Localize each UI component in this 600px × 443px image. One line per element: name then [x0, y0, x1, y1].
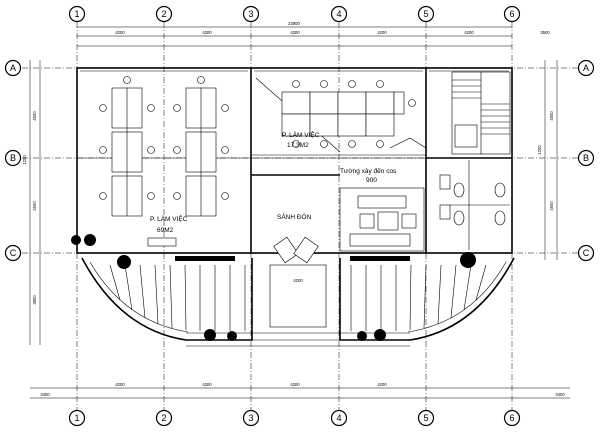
left-office-desks — [99, 76, 229, 217]
right-office-desks — [281, 80, 416, 148]
lounge-furniture — [349, 195, 417, 247]
canopy-hatch-right — [350, 264, 487, 331]
building-walls — [76, 67, 513, 254]
grid-lines-vertical — [76, 22, 513, 410]
office-left-area: 69M2 — [157, 227, 174, 234]
toilets — [439, 160, 510, 250]
bottom-bay-2: 4200 — [115, 382, 125, 387]
bottom-bay-4: 4200 — [290, 382, 300, 387]
row-c-left: C — [10, 248, 17, 258]
plant-bottom-right — [374, 329, 386, 341]
top-bay-2: 4200 — [202, 30, 212, 35]
row-b-left: B — [10, 153, 16, 163]
top-bay-3: 4200 — [290, 30, 300, 35]
row-bubbles-right: A B C — [577, 59, 595, 262]
column-6-top: 6 — [509, 9, 514, 19]
left-outer-1: 1200 — [22, 155, 27, 165]
column-3-bottom: 3 — [248, 413, 253, 423]
top-bay-6: 3500 — [540, 30, 550, 35]
right-row-2: 4500 — [549, 201, 554, 211]
bottom-bay-6: 3400 — [555, 392, 565, 397]
column-bubbles-bottom: 1 2 3 4 5 6 — [68, 409, 521, 427]
column-5-top: 5 — [423, 9, 428, 19]
overall-width-label: 23900 — [288, 21, 300, 26]
row-a-left: A — [10, 63, 16, 73]
column-bubbles-top: 1 2 3 4 5 6 — [68, 5, 521, 23]
column-3-top: 3 — [248, 9, 253, 19]
wall-note-line1: Tường xây đến cos — [340, 166, 397, 175]
right-outer-1: 1200 — [537, 145, 542, 155]
left-dimensions: 4500 4500 3900 1200 — [22, 60, 41, 345]
column-1-bottom: 1 — [74, 413, 79, 423]
plant-left — [117, 255, 131, 269]
staircase — [451, 71, 511, 155]
canopy-hatch-left — [109, 264, 246, 331]
center-span — [269, 264, 327, 328]
wall-note-line2: 900 — [366, 177, 377, 184]
office-chairs-left — [99, 76, 229, 200]
lobby-name: SẢNH ĐÓN — [277, 212, 312, 221]
planter-left — [175, 256, 235, 261]
center-span-dim: 4200 — [293, 278, 303, 283]
column-5-bottom: 5 — [423, 413, 428, 423]
column-6-bottom: 6 — [509, 413, 514, 423]
bottom-bay-1: 3400 — [40, 392, 50, 397]
bottom-bay-3: 4200 — [202, 382, 212, 387]
column-marker — [71, 235, 81, 245]
row-b-right: B — [583, 153, 589, 163]
bottom-dimensions: 3400 4200 4200 4200 4200 3400 — [30, 382, 570, 399]
column-4-top: 4 — [336, 9, 341, 19]
right-dimensions: 4500 4500 1200 — [537, 60, 558, 260]
office-right-area: 17.3M2 — [287, 142, 309, 149]
plant-bottom-left-2 — [227, 331, 237, 341]
row-a-right: A — [583, 63, 589, 73]
column-1-top: 1 — [74, 9, 79, 19]
lobby-entrance — [273, 236, 319, 264]
column-4-bottom: 4 — [336, 413, 341, 423]
plant-bottom-left — [204, 329, 216, 341]
row-c-right: C — [583, 248, 590, 258]
left-row-3: 3900 — [32, 295, 37, 305]
plant-right — [460, 252, 476, 268]
column-2-top: 2 — [161, 9, 166, 19]
top-bay-4: 4200 — [377, 30, 387, 35]
left-row-1: 4500 — [32, 111, 37, 121]
plants — [117, 252, 476, 341]
top-bay-5: 4200 — [464, 30, 474, 35]
column-2-bottom: 2 — [161, 413, 166, 423]
top-dimensions: 23900 4200 4200 4200 4200 4200 3500 — [77, 21, 550, 47]
column-marker — [84, 234, 96, 246]
office-right-name: P. LÀM VIỆC — [282, 130, 320, 139]
row-bubbles-left: A B C — [4, 59, 22, 262]
office-left-name: P. LÀM VIỆC — [150, 214, 188, 223]
right-row-1: 4500 — [549, 111, 554, 121]
room-labels: P. LÀM VIỆC 69M2 P. LÀM VIỆC 17.3M2 SẢNH… — [150, 130, 397, 234]
plant-bottom-right-2 — [357, 331, 367, 341]
reception-desk — [71, 234, 177, 247]
top-bay-1: 4200 — [115, 30, 125, 35]
left-row-2: 4500 — [32, 201, 37, 211]
planter-right — [350, 256, 410, 261]
front-canopy: 4200 — [81, 257, 515, 347]
bottom-bay-5: 4200 — [377, 382, 387, 387]
